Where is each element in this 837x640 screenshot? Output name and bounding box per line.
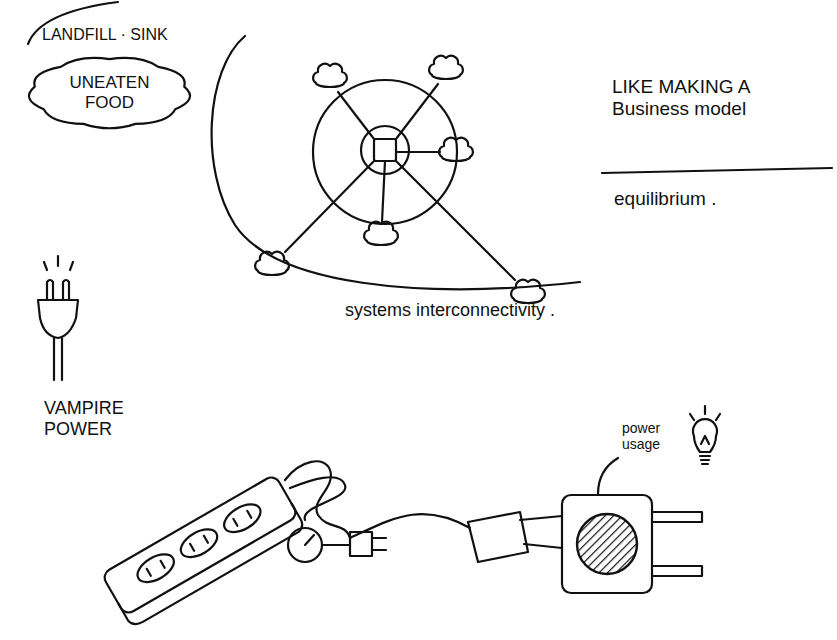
outlet — [133, 549, 179, 588]
plug-prong — [372, 538, 386, 550]
note-label: LANDFILL · SINK — [42, 26, 242, 44]
strip-outlets — [133, 499, 265, 588]
spoke-line — [396, 161, 515, 280]
meter-needle — [305, 535, 314, 545]
bulb-filament — [701, 436, 709, 444]
note-label: LIKE MAKING A Business model — [612, 76, 802, 120]
note-label: VAMPIRE POWER — [44, 398, 172, 439]
small-cloud — [255, 252, 289, 275]
spoke-line — [338, 92, 374, 139]
plug-prong — [520, 516, 562, 548]
outlet — [176, 524, 222, 563]
cloud-shape — [29, 58, 190, 128]
strip-body — [101, 474, 298, 616]
bulb-icon — [690, 406, 720, 464]
cloud-node: UNEATEN FOOD — [16, 50, 203, 135]
spoke-line — [396, 84, 438, 139]
power-meter — [468, 458, 702, 593]
plug-icon — [38, 256, 78, 380]
glow-ray — [690, 406, 720, 420]
power-strip — [101, 461, 470, 628]
core-square — [374, 139, 396, 161]
plug-prong — [47, 280, 53, 300]
leader-line — [598, 458, 618, 494]
spoke-line — [285, 161, 374, 252]
small-cloud — [429, 56, 463, 79]
meter-dial — [577, 514, 637, 574]
glow-ray — [57, 256, 59, 266]
meter-prongs — [652, 512, 702, 576]
node-text: UNEATEN FOOD — [62, 73, 158, 112]
systems-figure — [212, 36, 580, 303]
spoke-lines — [285, 84, 515, 280]
divider-line — [602, 168, 832, 173]
plug-body — [38, 300, 78, 338]
bulb-base — [700, 456, 710, 464]
small-cloud — [511, 280, 545, 303]
bulb-glass — [693, 419, 717, 452]
glow-ray — [70, 262, 73, 270]
note-label: power usage — [622, 420, 684, 452]
small-cloud — [364, 222, 398, 245]
note-label: equilibrium . — [614, 188, 814, 210]
plug-cord — [54, 338, 62, 380]
plug-prong — [63, 280, 69, 300]
outer-ring — [212, 36, 580, 289]
spoke-line — [396, 151, 440, 153]
note-label: systems interconnectivity . — [345, 300, 575, 321]
glow-ray — [44, 262, 47, 270]
cable — [290, 477, 345, 520]
strip-side — [118, 504, 305, 628]
small-cloud — [439, 138, 473, 161]
cable — [285, 461, 350, 538]
outlet — [219, 499, 265, 538]
small-cloud — [313, 64, 347, 87]
mini-meter — [288, 528, 322, 562]
cable — [350, 514, 470, 538]
outlet-slots — [147, 511, 251, 576]
meter-box — [562, 495, 652, 593]
spoke-line — [382, 161, 385, 222]
cable — [322, 544, 350, 546]
meter-plug — [468, 512, 528, 562]
